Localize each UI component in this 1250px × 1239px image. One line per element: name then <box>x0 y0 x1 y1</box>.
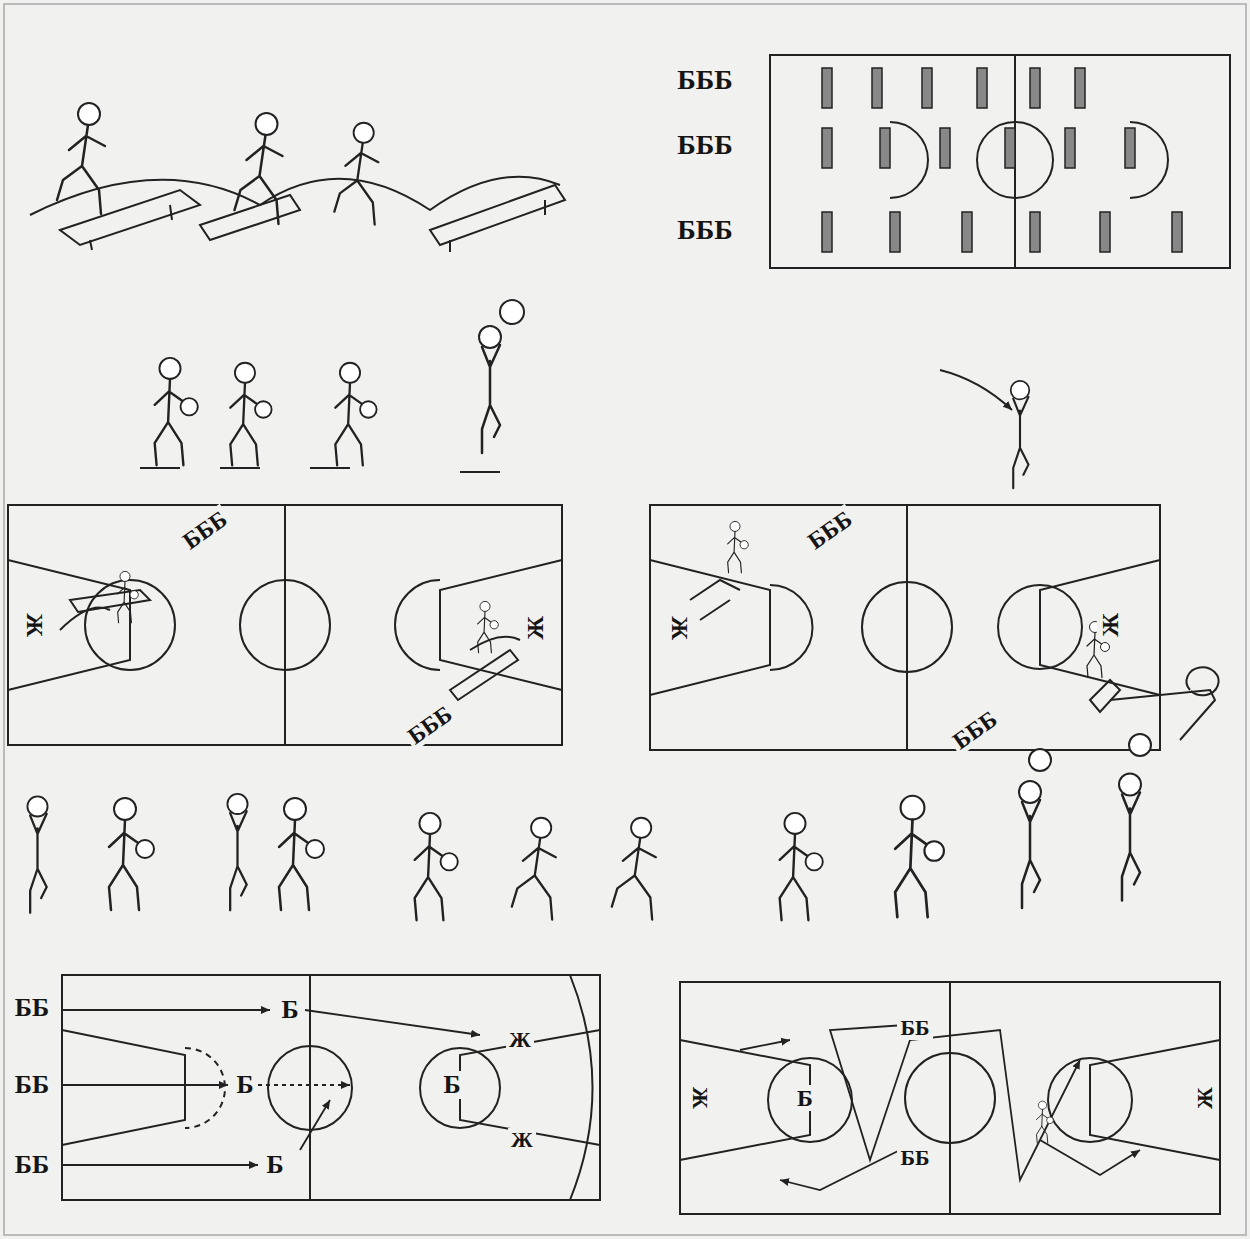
player-letter: ББ <box>12 1071 52 1099</box>
player-letter: ББ <box>12 1151 52 1179</box>
player-letter: Б <box>278 996 301 1024</box>
marker-letter: Ж <box>1097 610 1123 640</box>
marker-letter: Ж <box>522 613 548 643</box>
marker-letter: Ж <box>508 1128 536 1152</box>
player-letter: БББ <box>946 704 1005 756</box>
marker-letter: Ж <box>1193 1084 1217 1112</box>
marker-letter: Ж <box>667 613 693 643</box>
player-letter: БББ <box>674 130 736 160</box>
marker-letter: Ж <box>688 1084 712 1112</box>
marker-letter: Ж <box>506 1028 534 1052</box>
player-letter: БББ <box>674 65 736 95</box>
player-letter: ББ <box>897 1146 932 1170</box>
player-letter: БББ <box>176 504 235 556</box>
marker-letter: Ж <box>22 610 48 640</box>
player-letter: ББ <box>897 1016 932 1040</box>
player-letter: ББ <box>12 994 52 1022</box>
player-letter: БББ <box>674 215 736 245</box>
player-letter: Б <box>263 1151 286 1179</box>
player-letter: Б <box>794 1085 816 1111</box>
player-letter: БББ <box>401 699 460 751</box>
player-letter: БББ <box>801 504 860 556</box>
player-letter: Б <box>233 1071 256 1099</box>
player-letter: Б <box>440 1071 463 1099</box>
